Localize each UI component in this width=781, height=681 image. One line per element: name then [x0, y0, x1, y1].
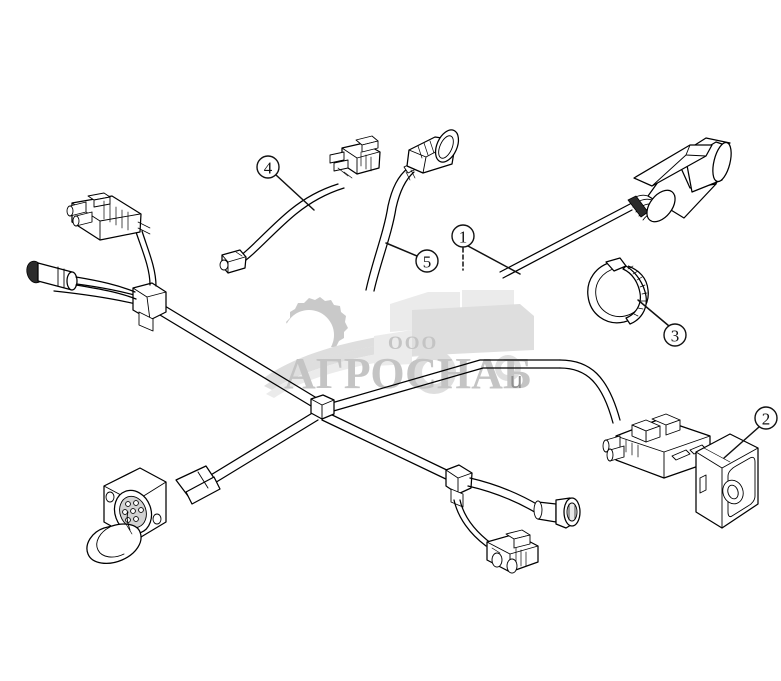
callout-bubble-5[interactable]: 5	[415, 249, 439, 273]
socket-lead-cable	[365, 129, 460, 292]
callout-bubble-3[interactable]: 3	[663, 323, 687, 347]
harness-junction-block-lower	[445, 464, 473, 508]
two-way-blade-connector	[66, 192, 157, 287]
jumper-lead-assembly	[219, 135, 381, 274]
harness-junction-block-center	[310, 394, 335, 420]
callout-leader-4	[275, 174, 315, 211]
callout-label-3: 3	[671, 327, 680, 346]
callout-bubble-2[interactable]: 2	[754, 406, 778, 430]
callout-bubble-4[interactable]: 4	[256, 155, 280, 179]
two-pin-plug-connector	[453, 499, 539, 574]
bullet-lamp-socket	[467, 477, 581, 529]
harness-junction-block-left	[132, 282, 167, 332]
callout-label-5: 5	[423, 253, 432, 272]
callout-label-4: 4	[264, 159, 273, 178]
callout-leader-2	[723, 426, 760, 459]
callout-leader-3	[637, 299, 670, 327]
callout-bubble-1[interactable]: 1	[451, 224, 475, 248]
cylindrical-sensor-connector	[499, 137, 732, 279]
callout-leader-5	[385, 242, 418, 257]
connector-cover-boot	[695, 433, 759, 529]
callout-label-1: 1	[459, 228, 468, 247]
grommet-cable-end	[26, 260, 137, 300]
multi-way-header-connector	[602, 413, 711, 479]
cable-tie-strap	[587, 257, 649, 325]
round-multipin-socket-connector	[86, 465, 221, 564]
callout-label-2: 2	[762, 410, 771, 429]
main-harness-trunk-cable	[51, 280, 621, 493]
callout-leader-1	[462, 245, 521, 275]
